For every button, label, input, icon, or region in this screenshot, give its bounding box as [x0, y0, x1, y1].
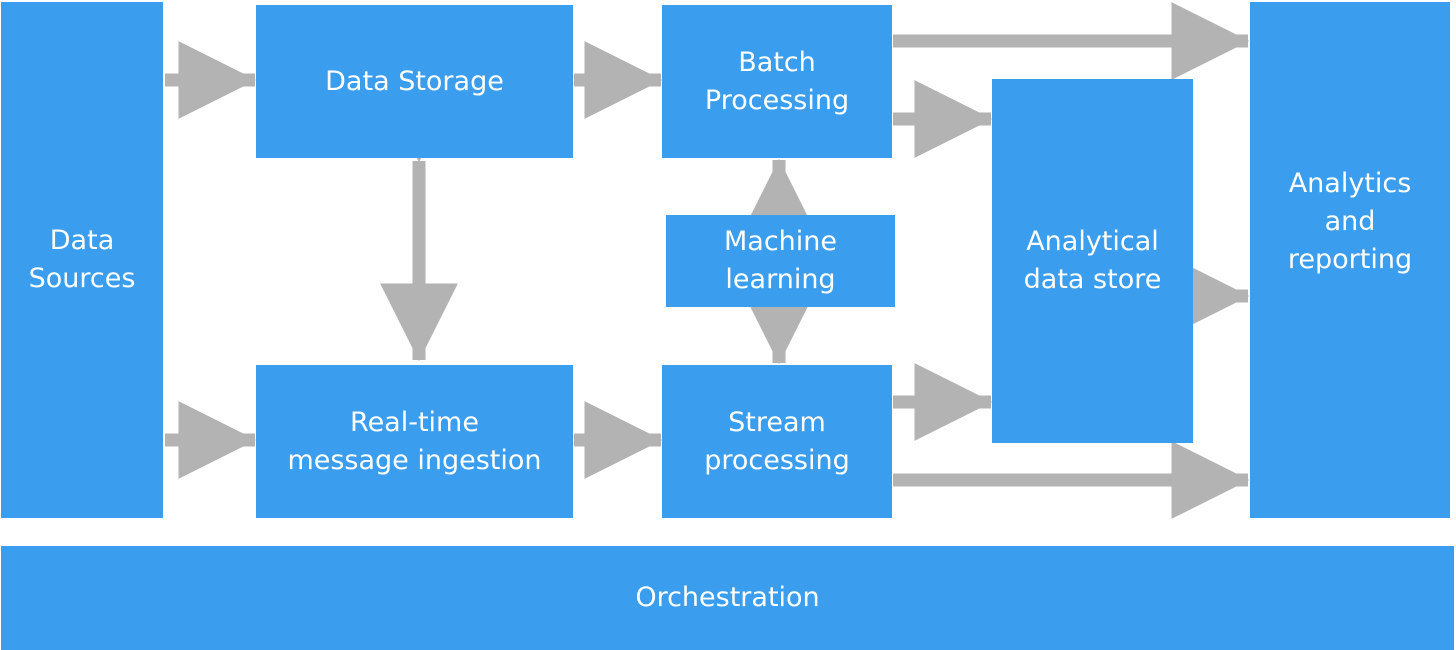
- stream-processing-label-line-2: processing: [704, 444, 850, 476]
- orchestration-label: Orchestration: [635, 582, 820, 613]
- stream-processing-label-line-1: Stream: [728, 406, 826, 438]
- machine-learning-node: Machine learning: [666, 215, 895, 307]
- analytical-store-label-line-2: data store: [1023, 264, 1162, 295]
- analytical-data-store-node: Analytical data store: [992, 79, 1193, 443]
- realtime-ingestion-label-line-1: Real-time: [350, 406, 479, 438]
- analytics-reporting-label-line-3: reporting: [1287, 244, 1413, 275]
- data-storage-node: Data Storage: [256, 5, 573, 158]
- data-sources-label-line-2: Sources: [28, 263, 136, 294]
- orchestration-bar: Orchestration: [1, 546, 1454, 650]
- machine-learning-label-line-2: learning: [725, 264, 836, 295]
- stream-processing-node: Stream processing: [662, 365, 892, 518]
- batch-processing-label-line-1: Batch: [738, 46, 816, 78]
- data-storage-label: Data Storage: [325, 65, 504, 97]
- analytics-reporting-label-line-1: Analytics: [1288, 168, 1412, 199]
- batch-processing-node: Batch Processing: [662, 5, 892, 158]
- analytics-reporting-label-line-2: and: [1324, 206, 1376, 237]
- machine-learning-label-line-1: Machine: [723, 226, 838, 257]
- realtime-ingestion-label-line-2: message ingestion: [287, 444, 542, 476]
- analytics-reporting-node: Analytics and reporting: [1250, 2, 1450, 518]
- batch-processing-label-line-2: Processing: [704, 84, 850, 116]
- data-sources-label-line-1: Data: [49, 225, 115, 256]
- data-sources-node: Data Sources: [1, 2, 163, 518]
- analytical-store-label-line-1: Analytical: [1026, 226, 1159, 257]
- realtime-ingestion-node: Real-time message ingestion: [256, 365, 573, 518]
